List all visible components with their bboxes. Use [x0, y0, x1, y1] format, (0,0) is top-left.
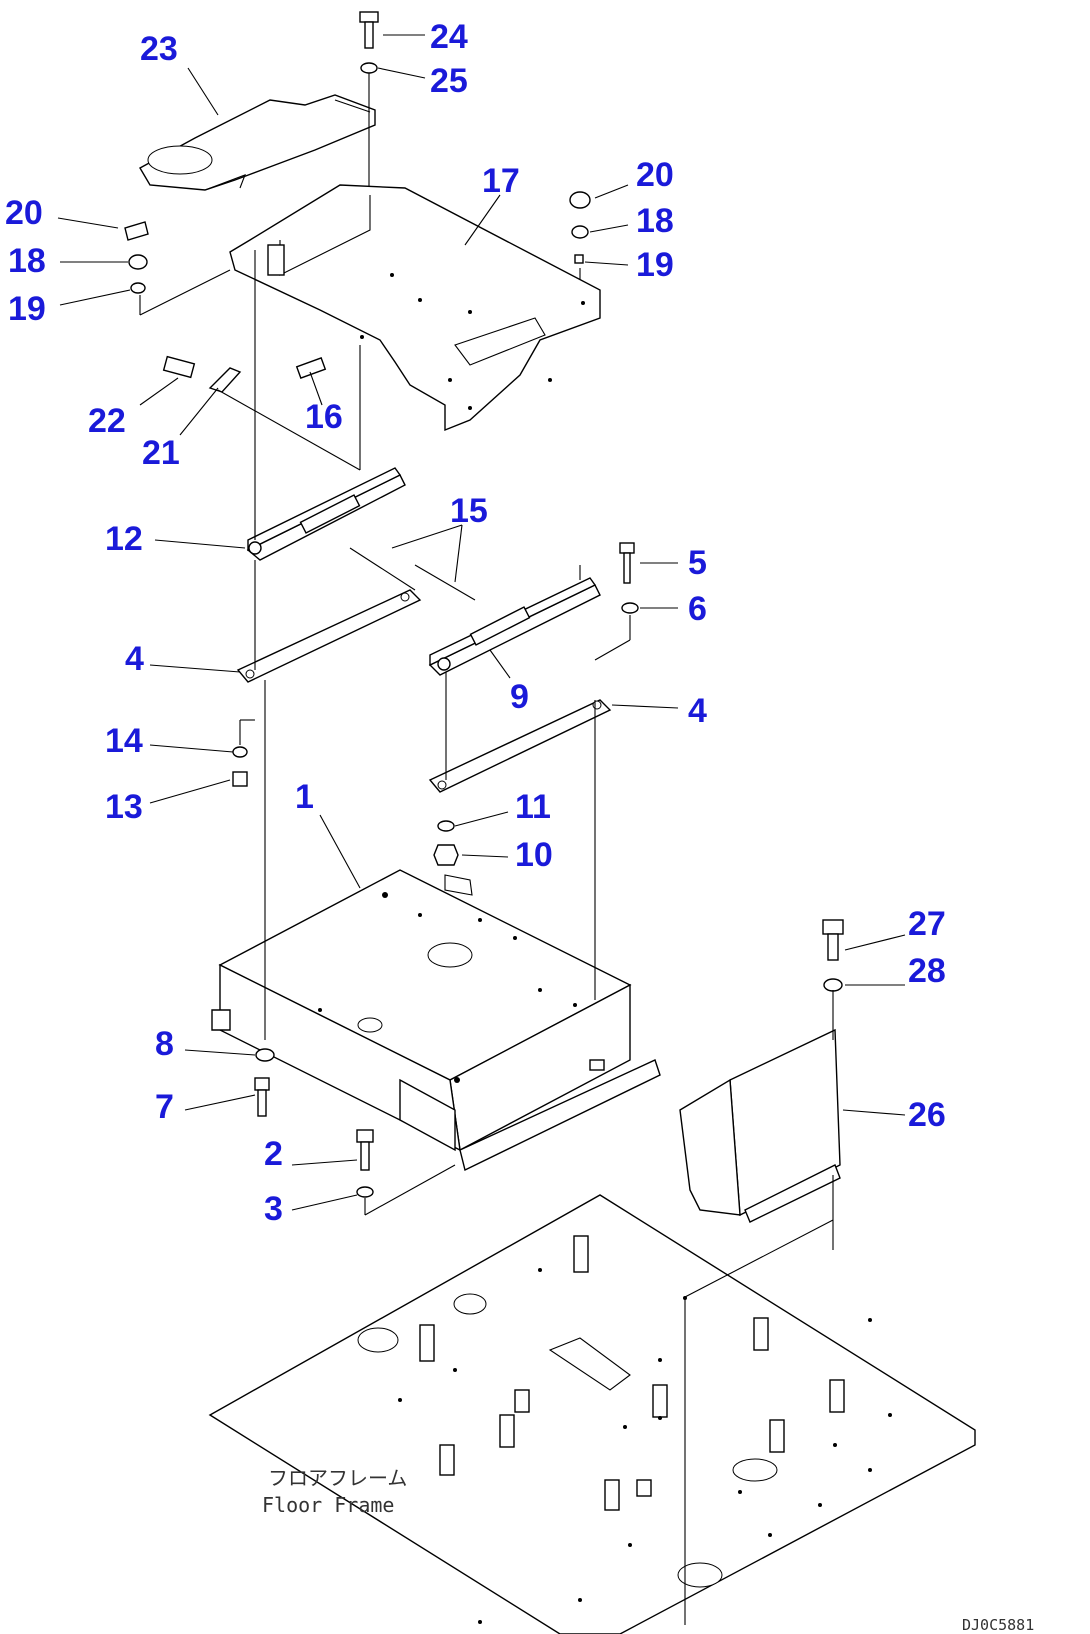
part-4-right-bar — [428, 699, 612, 793]
part-19-left — [130, 282, 146, 294]
callout-22: 22 — [88, 402, 126, 440]
callout-3: 3 — [264, 1190, 283, 1228]
callout-20-right: 20 — [636, 156, 674, 194]
part-19-right — [574, 254, 584, 264]
assembly-lines — [139, 250, 834, 1625]
part-22-pin — [162, 355, 196, 379]
leader-lines — [57, 34, 906, 1211]
part-18-left — [128, 254, 148, 270]
part-17-plate — [229, 184, 601, 432]
callout-16: 16 — [305, 398, 343, 436]
callout-28: 28 — [908, 952, 946, 990]
part-6-washer — [621, 602, 639, 614]
callout-4-right: 4 — [688, 692, 707, 730]
callout-19-left: 19 — [8, 290, 46, 328]
part-23-plate — [139, 94, 376, 191]
callouts: 23 24 25 17 20 18 19 20 18 19 22 21 16 1… — [5, 18, 946, 1228]
callout-18-left: 18 — [8, 242, 46, 280]
part-12-slide-rail — [246, 467, 406, 561]
callout-12: 12 — [105, 520, 143, 558]
part-20-left — [124, 221, 149, 241]
floor-frame — [208, 1194, 976, 1634]
part-9-slide-rail — [428, 565, 601, 676]
callout-9: 9 — [510, 678, 529, 716]
part-7-bolt — [254, 1077, 270, 1117]
callout-15: 15 — [450, 492, 488, 530]
callout-14: 14 — [105, 722, 143, 760]
callout-13: 13 — [105, 788, 143, 826]
callout-19-right: 19 — [636, 246, 674, 284]
callout-25: 25 — [430, 62, 468, 100]
part-2-bolt — [356, 1129, 374, 1171]
drawing-code: DJ0C5881 — [962, 1616, 1034, 1634]
callout-17: 17 — [482, 162, 520, 200]
callout-1: 1 — [295, 778, 314, 816]
callout-26: 26 — [908, 1096, 946, 1134]
floor-frame-label-jp: フロアフレーム — [268, 1466, 407, 1490]
part-3-washer — [356, 1186, 374, 1198]
part-24-bolt — [359, 11, 379, 49]
part-5-bolt — [619, 542, 635, 584]
part-11-washer — [437, 820, 455, 832]
callout-21: 21 — [142, 434, 180, 472]
floor-frame-label-en: Floor Frame — [262, 1493, 394, 1517]
part-28-washer — [823, 978, 843, 992]
part-8-washer — [255, 1048, 275, 1062]
callout-20-left: 20 — [5, 194, 43, 232]
callout-7: 7 — [155, 1088, 174, 1126]
part-27-bolt — [822, 919, 844, 961]
part-10-nut — [433, 844, 459, 866]
callout-10: 10 — [515, 836, 553, 874]
callout-5: 5 — [688, 544, 707, 582]
part-1-seat-base — [211, 869, 661, 1172]
callout-4-left: 4 — [125, 640, 144, 678]
callout-24: 24 — [430, 18, 468, 56]
part-18-right — [571, 225, 589, 239]
part-13-nut — [232, 771, 248, 787]
part-14-washer — [232, 746, 248, 758]
part-16-pin — [295, 357, 327, 379]
callout-23: 23 — [140, 30, 178, 68]
callout-27: 27 — [908, 905, 946, 943]
part-4-left-bar — [236, 589, 422, 683]
part-21-clip — [208, 367, 242, 393]
callout-11: 11 — [515, 788, 551, 826]
callout-6: 6 — [688, 590, 707, 628]
callout-8: 8 — [155, 1025, 174, 1063]
callout-18-right: 18 — [636, 202, 674, 240]
part-15-rods — [349, 547, 476, 601]
callout-2: 2 — [264, 1135, 283, 1173]
part-26-bracket — [679, 1028, 841, 1223]
part-20-right — [569, 191, 591, 209]
